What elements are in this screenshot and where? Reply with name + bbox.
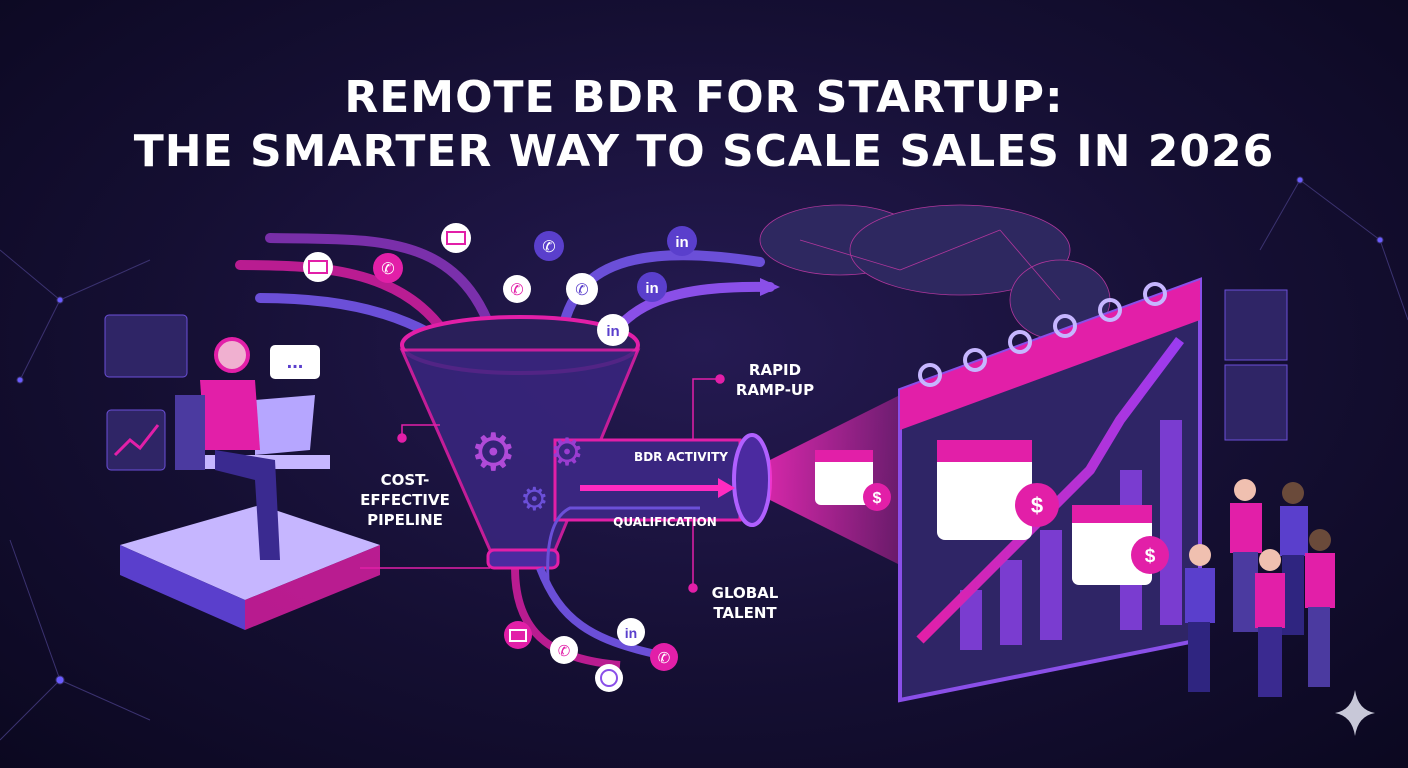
- phone-icon: ✆: [550, 636, 578, 664]
- phone-icon: ✆: [503, 275, 531, 303]
- svg-text:✆: ✆: [510, 282, 523, 299]
- world-map: [759, 204, 1111, 341]
- svg-text:in: in: [606, 323, 619, 340]
- email-icon: [504, 621, 532, 649]
- svg-text:✆: ✆: [381, 261, 394, 278]
- label-cost-effective-pipeline: COST- EFFECTIVE PIPELINE: [345, 470, 465, 530]
- sales-dashboard-board: $ $: [898, 277, 1288, 703]
- headset-icon: [214, 337, 250, 373]
- svg-text:in: in: [675, 234, 688, 251]
- network-lines: [0, 176, 1408, 741]
- phone-icon: ✆: [650, 643, 678, 671]
- profile-panel: [104, 314, 188, 378]
- label-line: RAPID: [748, 361, 802, 379]
- title-line-2: THE SMARTER WAY TO SCALE SALES IN 2026: [133, 126, 1275, 177]
- svg-text:$: $: [1145, 546, 1156, 567]
- chair: [175, 395, 205, 470]
- linkedin-icon: in: [637, 272, 667, 302]
- chat-bubble-icon: ...: [270, 345, 320, 379]
- calendar-icon: [937, 440, 1032, 540]
- calendar-icon: [815, 450, 873, 505]
- laptop-icon: [255, 395, 315, 455]
- svg-text:$: $: [873, 490, 882, 507]
- gear-icon: ⚙: [550, 432, 584, 474]
- sparkle-icon: [1335, 690, 1375, 736]
- label-global-talent: GLOBAL TALENT: [690, 583, 800, 623]
- calendar-rings: [918, 282, 1167, 387]
- label-line: COST-: [380, 471, 430, 489]
- trend-arrow-icon: [113, 424, 160, 457]
- svg-text:✆: ✆: [575, 282, 588, 299]
- chart-panel: [106, 409, 166, 471]
- phone-icon: ✆: [566, 273, 598, 305]
- gear-icon: ⚙: [520, 481, 549, 517]
- label-line: EFFECTIVE: [360, 491, 450, 509]
- svg-text:$: $: [1031, 493, 1043, 518]
- whatsapp-icon: [595, 664, 623, 692]
- calendar-icon: [1072, 505, 1152, 585]
- label-line: PIPELINE: [367, 511, 443, 529]
- label-line: GLOBAL: [711, 584, 779, 602]
- label-rapid-ramp-up: RAPID RAMP-UP: [720, 360, 830, 400]
- outbound-streams: [511, 566, 661, 669]
- remote-bdr-workstation: ...: [104, 314, 380, 630]
- title-line-1: REMOTE BDR FOR STARTUP:: [344, 72, 1064, 123]
- dollar-icon: $: [1131, 536, 1169, 574]
- svg-text:in: in: [625, 625, 637, 641]
- funnel: ⚙ ⚙ ⚙: [399, 315, 772, 581]
- svg-text:...: ...: [287, 351, 304, 373]
- chart-panel: [1224, 364, 1288, 441]
- svg-text:in: in: [645, 280, 658, 297]
- label-line: RAMP-UP: [735, 381, 815, 399]
- team-people: [1185, 479, 1335, 697]
- linkedin-icon: in: [667, 226, 697, 256]
- person-body: [200, 380, 260, 450]
- label-line: TALENT: [713, 604, 777, 622]
- phone-icon: ✆: [373, 253, 403, 283]
- label-bdr-activity: BDR ACTIVITY: [634, 450, 728, 464]
- label-qualification: QUALIFICATION: [613, 515, 717, 529]
- gear-icon: ⚙: [470, 424, 517, 482]
- svg-text:✆: ✆: [558, 643, 571, 660]
- svg-text:✆: ✆: [542, 239, 555, 256]
- dollar-icon: $: [863, 483, 891, 511]
- dollar-icon: $: [1015, 483, 1059, 527]
- chart-panel: [1224, 289, 1288, 361]
- linkedin-icon: in: [597, 314, 629, 346]
- linkedin-icon: in: [617, 618, 645, 646]
- trend-arrow-icon: [916, 337, 1184, 644]
- callout-lines: [360, 374, 725, 593]
- email-icon: [303, 252, 333, 282]
- phone-icon: ✆: [534, 231, 564, 261]
- email-icon: [441, 223, 471, 253]
- svg-text:✆: ✆: [658, 650, 671, 667]
- arrow-right-icon: [760, 278, 780, 296]
